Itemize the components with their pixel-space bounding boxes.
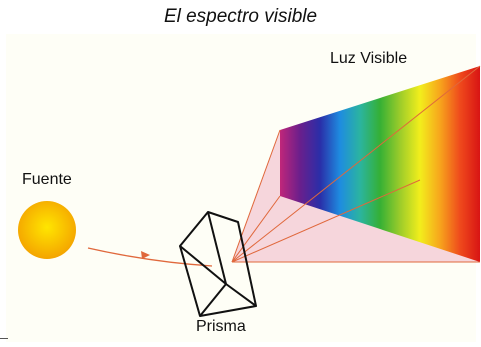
spectrum-label: Luz Visible [330, 50, 408, 67]
source-label: Fuente [22, 171, 72, 188]
diagram-title: El espectro visible [163, 6, 318, 27]
dispersion-rays [231, 65, 481, 263]
incident-ray [87, 247, 213, 267]
visible-spectrum-band [280, 66, 480, 262]
prism [179, 211, 257, 317]
ray-arrowhead [141, 251, 150, 259]
light-source-sun [18, 201, 76, 259]
prism-label: Prisma [196, 318, 246, 335]
corner-mark [0, 338, 8, 339]
